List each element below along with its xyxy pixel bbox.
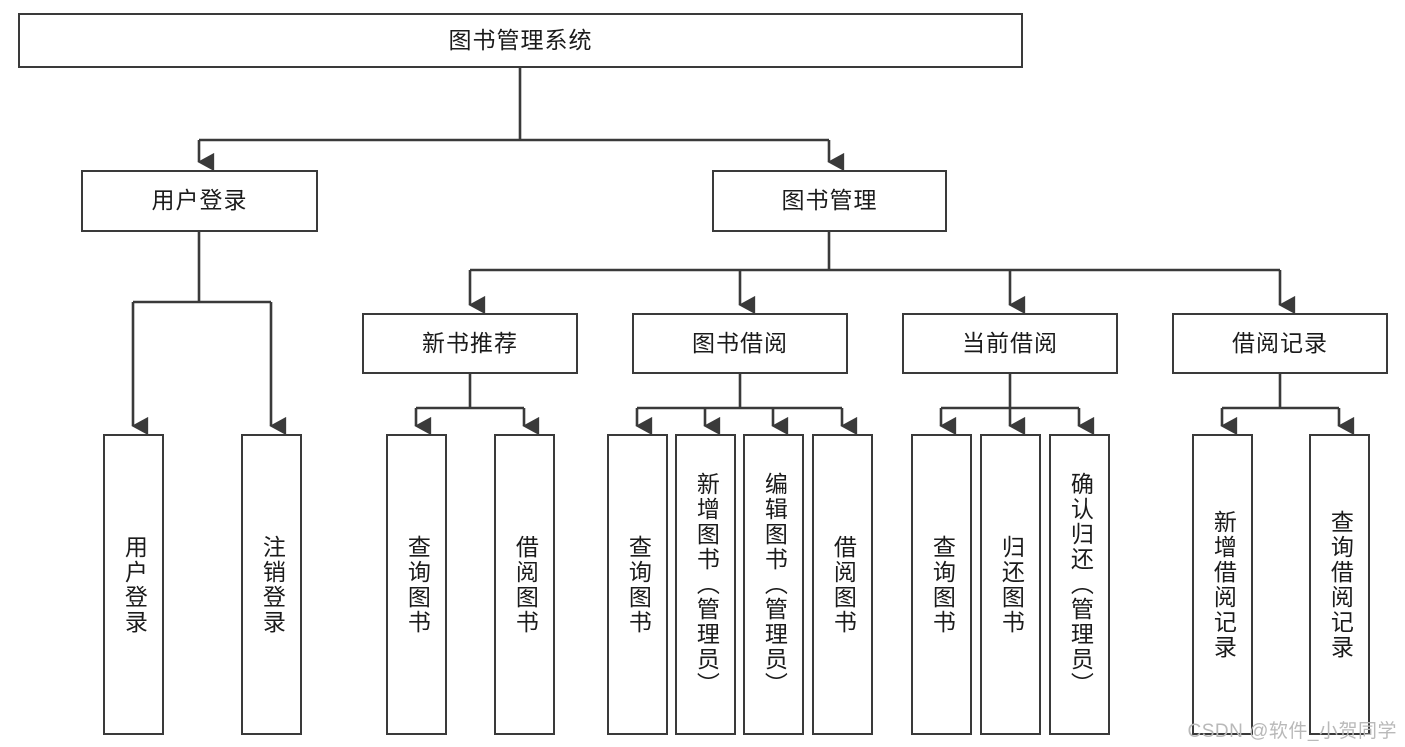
node-label: 查询图书 <box>625 534 652 635</box>
node-label: 图书管理系统 <box>448 26 593 53</box>
node-label: 用户登录 <box>121 534 148 635</box>
node-label: 归还图书 <box>998 534 1025 635</box>
node-book-borrow[interactable]: 图书借阅 <box>632 313 848 374</box>
leaf-current-borrow-confirm-return-admin[interactable]: 确认归还（管理员） <box>1049 434 1110 735</box>
node-label: 图书管理 <box>781 187 878 214</box>
node-user-login[interactable]: 用户登录 <box>81 170 318 232</box>
node-root-book-management-system[interactable]: 图书管理系统 <box>18 13 1023 68</box>
node-label: 借阅图书 <box>512 534 539 635</box>
node-label: 借阅图书 <box>830 534 857 635</box>
node-label: 新增借阅记录 <box>1210 509 1237 660</box>
leaf-borrow-records-query-record[interactable]: 查询借阅记录 <box>1309 434 1370 735</box>
node-label: 图书借阅 <box>692 329 788 356</box>
node-current-borrow[interactable]: 当前借阅 <box>902 313 1118 374</box>
node-book-management[interactable]: 图书管理 <box>712 170 947 232</box>
leaf-book-borrow-borrow-book[interactable]: 借阅图书 <box>812 434 873 735</box>
leaf-current-borrow-query-book[interactable]: 查询图书 <box>911 434 972 735</box>
node-label: 查询图书 <box>929 534 956 635</box>
leaf-user-login-logout[interactable]: 注销登录 <box>241 434 302 735</box>
node-new-book-recommend[interactable]: 新书推荐 <box>362 313 578 374</box>
leaf-borrow-records-add-record[interactable]: 新增借阅记录 <box>1192 434 1253 735</box>
node-label: 当前借阅 <box>962 329 1058 356</box>
csdn-watermark: CSDN @软件_小贺同学 <box>1187 721 1397 742</box>
node-label: 编辑图书（管理员） <box>761 472 788 697</box>
node-label: 新书推荐 <box>422 329 518 356</box>
node-label: 新增图书（管理员） <box>693 472 720 697</box>
node-label: 查询借阅记录 <box>1327 509 1354 660</box>
node-label: 用户登录 <box>151 187 248 214</box>
node-label: 注销登录 <box>259 534 286 635</box>
node-borrow-records[interactable]: 借阅记录 <box>1172 313 1388 374</box>
node-label: 借阅记录 <box>1232 329 1328 356</box>
leaf-new-book-borrow-book[interactable]: 借阅图书 <box>494 434 555 735</box>
node-label: 确认归还（管理员） <box>1067 472 1094 697</box>
node-label: 查询图书 <box>404 534 431 635</box>
leaf-book-borrow-query-book[interactable]: 查询图书 <box>607 434 668 735</box>
leaf-user-login-login[interactable]: 用户登录 <box>103 434 164 735</box>
leaf-new-book-query-book[interactable]: 查询图书 <box>386 434 447 735</box>
leaf-book-borrow-edit-book-admin[interactable]: 编辑图书（管理员） <box>743 434 804 735</box>
leaf-current-borrow-return-book[interactable]: 归还图书 <box>980 434 1041 735</box>
leaf-book-borrow-add-book-admin[interactable]: 新增图书（管理员） <box>675 434 736 735</box>
